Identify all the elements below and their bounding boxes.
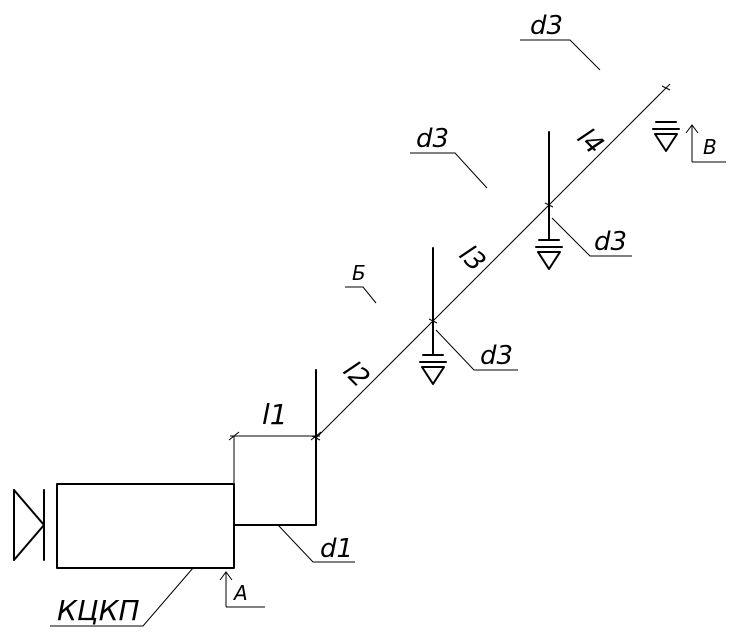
- kckp-unit: [56, 483, 235, 569]
- label-l4: l4: [571, 123, 609, 161]
- leader-kckp: [50, 567, 194, 627]
- leader-d3-right: [551, 217, 632, 257]
- label-d3-lower: d3: [480, 341, 513, 371]
- label-d3-right: d3: [594, 227, 627, 257]
- label-kckp: КЦКП: [57, 594, 140, 627]
- diffuser-2: [535, 239, 563, 270]
- label-a: А: [232, 581, 248, 605]
- leader-d1: [277, 524, 355, 563]
- label-l2: l2: [337, 356, 375, 394]
- leader-d3-lower: [435, 329, 518, 371]
- label-l3: l3: [453, 240, 491, 278]
- dimension-l1: [228, 431, 322, 484]
- label-b: Б: [352, 261, 366, 285]
- diffuser-3: [652, 121, 680, 152]
- leader-b: [345, 286, 377, 304]
- label-v: В: [703, 135, 717, 159]
- section-marker-a: [219, 571, 265, 608]
- label-l1: l1: [262, 398, 288, 431]
- diffuser-1: [419, 354, 447, 385]
- label-d1: d1: [320, 534, 353, 564]
- label-d3-upper: d3: [416, 124, 449, 154]
- main-duct: [233, 369, 317, 526]
- label-d3-top: d3: [530, 11, 563, 41]
- dimension-diagonal: [311, 83, 671, 441]
- leader-d3-top: [520, 39, 601, 71]
- leader-d3-upper: [410, 152, 488, 189]
- nozzle-symbol: [13, 489, 45, 561]
- section-marker-v: [685, 124, 726, 163]
